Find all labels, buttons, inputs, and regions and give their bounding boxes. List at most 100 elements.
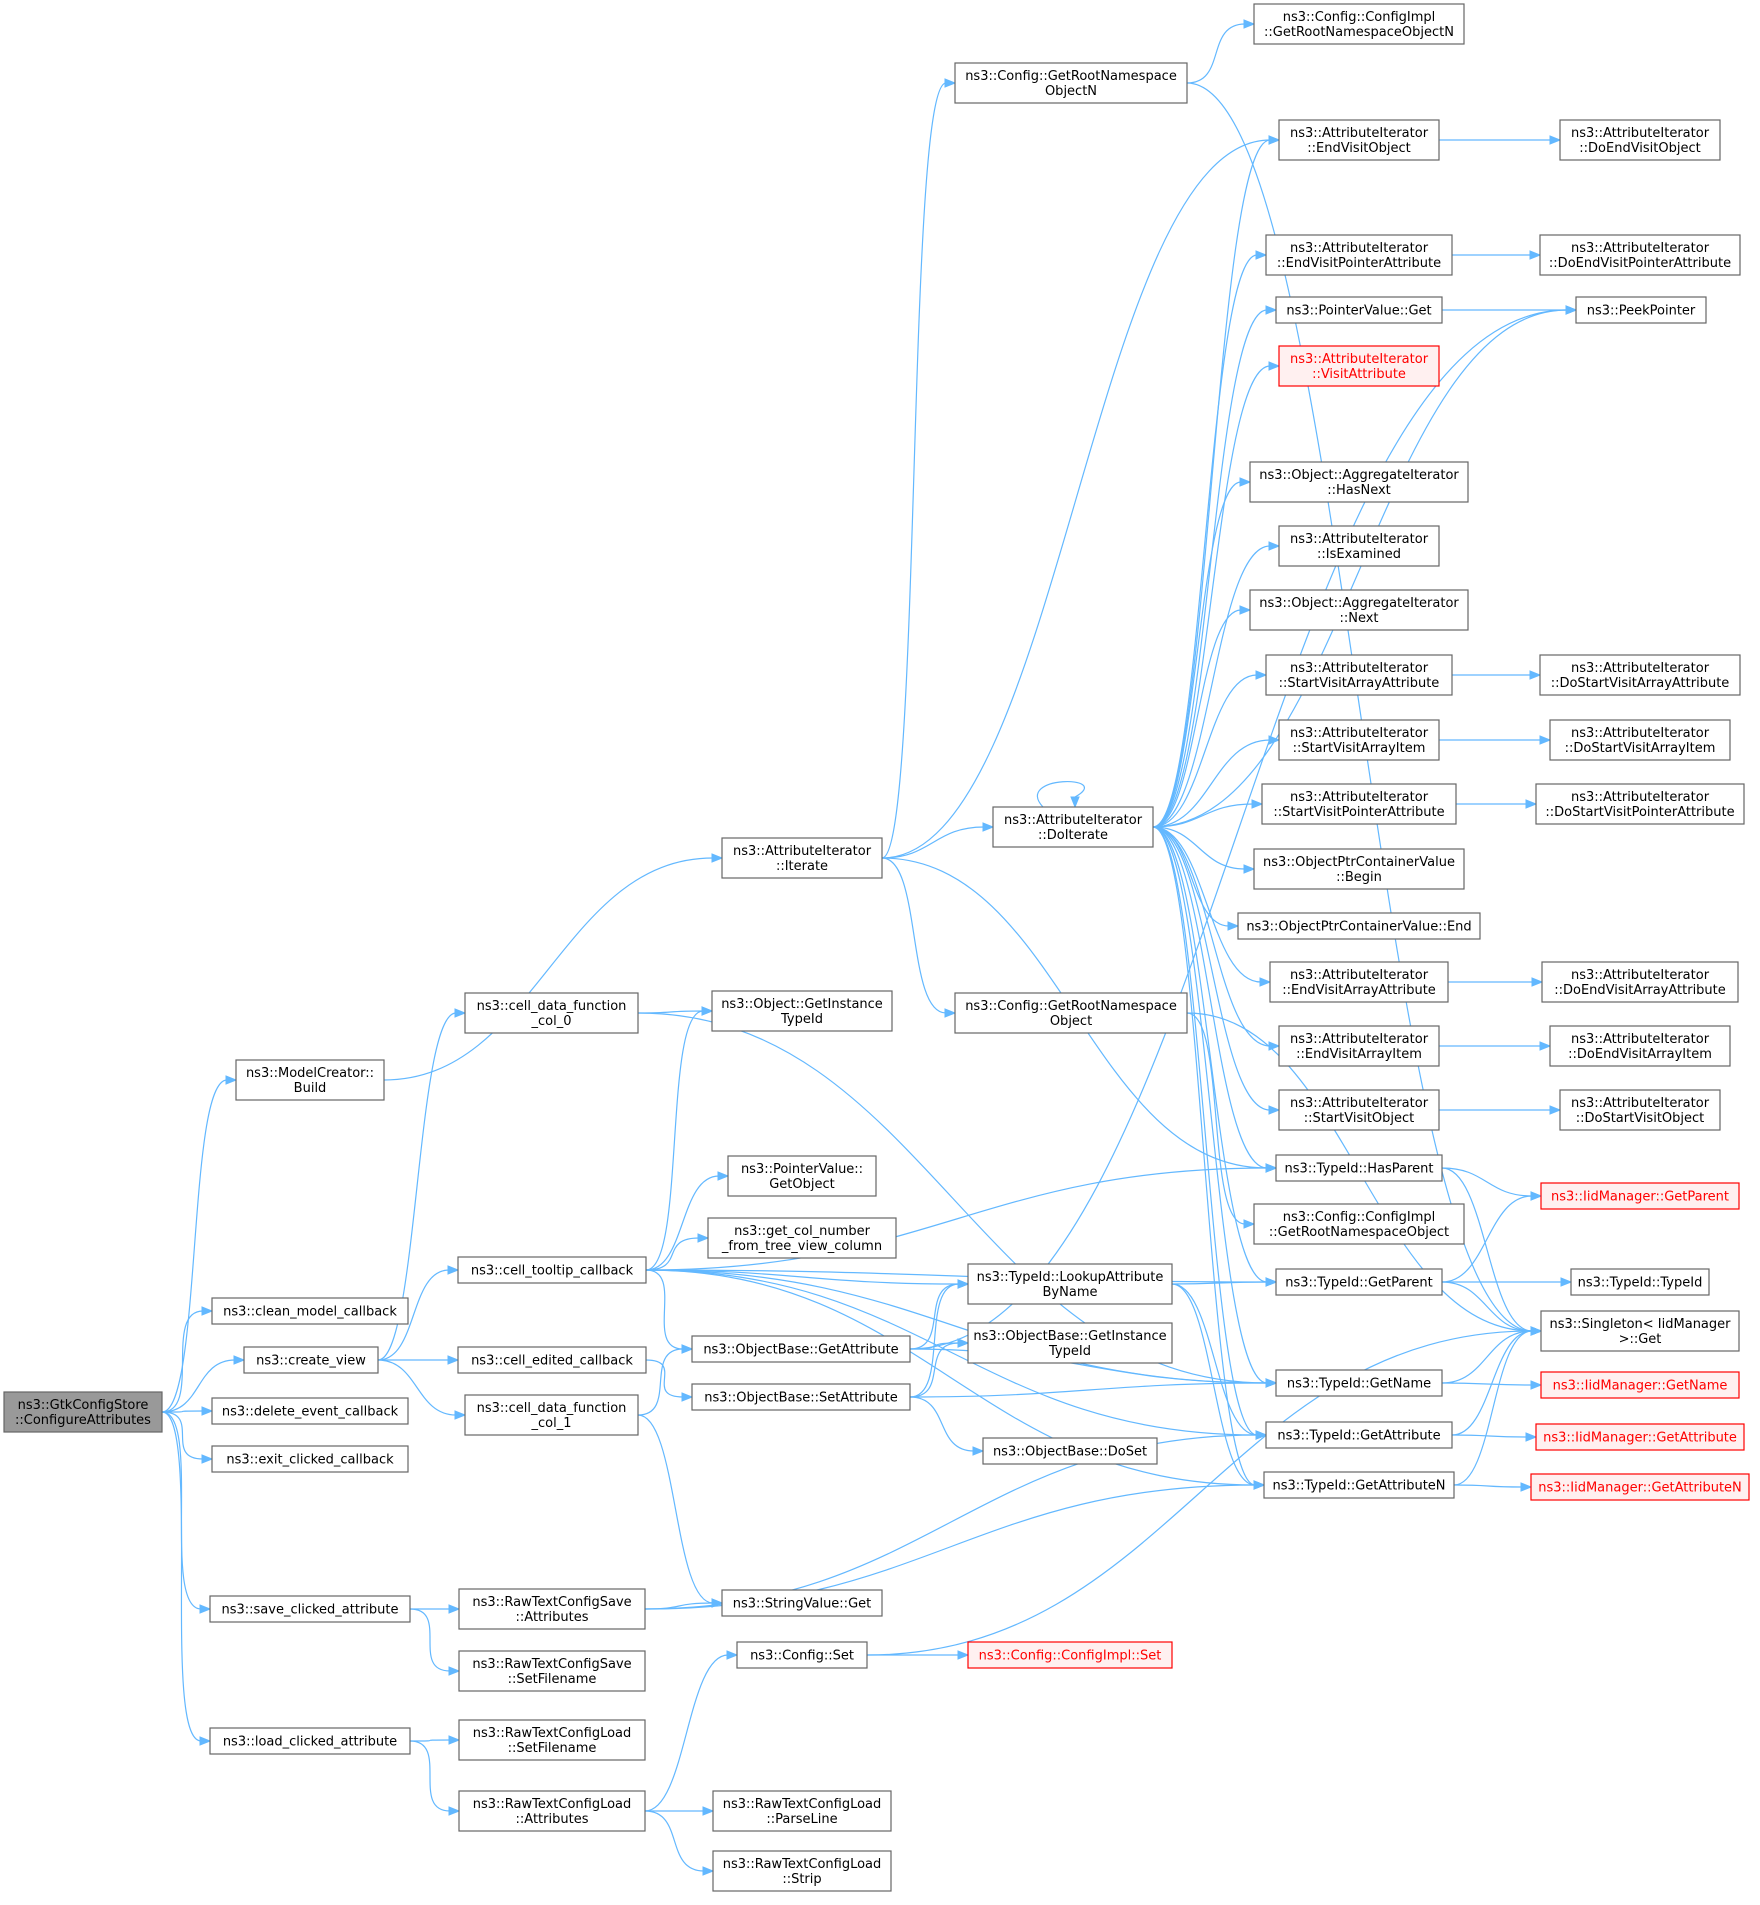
node-visitattr[interactable]: ns3::AttributeIterator::VisitAttribute <box>1278 345 1440 387</box>
node-startvisitarr[interactable]: ns3::AttributeIterator::StartVisitArrayA… <box>1265 654 1453 696</box>
node-doendvisitarritem[interactable]: ns3::AttributeIterator::DoEndVisitArrayI… <box>1549 1025 1731 1067</box>
edge-line <box>1152 365 1271 828</box>
node-root[interactable]: ns3::GtkConfigStore::ConfigureAttributes <box>3 1391 163 1433</box>
edge-line <box>1152 826 1246 870</box>
node-pv-get[interactable]: ns3::PointerValue::Get <box>1275 296 1443 324</box>
node-create-view[interactable]: ns3::create_view <box>243 1346 379 1374</box>
node-config-set[interactable]: ns3::Config::Set <box>736 1641 868 1669</box>
node-rtload-parse[interactable]: ns3::RawTextConfigLoad::ParseLine <box>712 1790 892 1832</box>
node-isexamined[interactable]: ns3::AttributeIterator::IsExamined <box>1278 525 1440 567</box>
edge-arrowhead <box>1530 1191 1543 1201</box>
node-cfgimpl-getroot[interactable]: ns3::Config::ConfigImpl::GetRootNamespac… <box>1253 1203 1465 1245</box>
edge-line <box>1152 803 1254 828</box>
node-tid-hasparent[interactable]: ns3::TypeId::HasParent <box>1275 1154 1443 1182</box>
node-box <box>1539 654 1741 696</box>
edge-line <box>1152 609 1242 828</box>
node-cfgimpl-getrootN[interactable]: ns3::Config::ConfigImpl::GetRootNamespac… <box>1253 3 1465 45</box>
edge-arrowhead <box>199 1604 212 1614</box>
node-ob-setattr[interactable]: ns3::ObjectBase::SetAttribute <box>691 1383 911 1411</box>
edge-line <box>161 1359 236 1413</box>
edge-line <box>645 1237 700 1271</box>
node-label: ns3::AttributeIterator <box>1290 661 1429 676</box>
node-endvisitobj[interactable]: ns3::AttributeIterator::EndVisitObject <box>1278 119 1440 161</box>
node-dostartvisitobj[interactable]: ns3::AttributeIterator::DoStartVisitObje… <box>1559 1089 1721 1131</box>
node-box <box>457 1256 647 1284</box>
edge-cell-col0-to-tid-getname <box>637 1012 1278 1388</box>
node-box <box>1261 783 1457 825</box>
node-startvisitarritem[interactable]: ns3::AttributeIterator::StartVisitArrayI… <box>1278 719 1440 761</box>
node-agg-next[interactable]: ns3::Object::AggregateIterator::Next <box>1249 589 1469 631</box>
node-endvisitptr[interactable]: ns3::AttributeIterator::EndVisitPointerA… <box>1265 234 1453 276</box>
node-dostartvisitptr[interactable]: ns3::AttributeIterator::DoStartVisitPoin… <box>1535 783 1745 825</box>
node-singleton-get[interactable]: ns3::Singleton< IidManager >::Get <box>1540 1310 1740 1352</box>
node-dostartvisitarr[interactable]: ns3::AttributeIterator::DoStartVisitArra… <box>1539 654 1741 696</box>
node-save-clicked[interactable]: ns3::save_clicked_attribute <box>209 1595 411 1623</box>
node-iid-getparent[interactable]: ns3::IidManager::GetParent <box>1540 1182 1740 1210</box>
node-cfgimpl-set[interactable]: ns3::Config::ConfigImpl::Set <box>967 1641 1173 1669</box>
node-clean-model[interactable]: ns3::clean_model_callback <box>211 1297 409 1325</box>
edge-arrowhead <box>1268 1105 1281 1115</box>
node-agg-hasnext[interactable]: ns3::Object::AggregateIterator::HasNext <box>1249 461 1469 503</box>
edge-arrowhead <box>454 1008 467 1018</box>
node-rtsave-attr[interactable]: ns3::RawTextConfigSave::Attributes <box>458 1588 646 1630</box>
node-pv-getobj[interactable]: ns3::PointerValue::GetObject <box>727 1155 877 1197</box>
node-tid-typeid[interactable]: ns3::TypeId::TypeId <box>1570 1268 1710 1296</box>
node-doendvisitptr[interactable]: ns3::AttributeIterator::DoEndVisitPointe… <box>1539 234 1741 276</box>
node-endvisitarritem[interactable]: ns3::AttributeIterator::EndVisitArrayIte… <box>1278 1025 1440 1067</box>
edge-arrowhead <box>1530 1380 1543 1390</box>
node-rtload-strip[interactable]: ns3::RawTextConfigLoad::Strip <box>712 1850 892 1892</box>
node-cell-col0[interactable]: ns3::cell_data_function_col_0 <box>464 992 639 1034</box>
edge-arrowhead <box>1531 977 1544 987</box>
node-label: ns3::RawTextConfigSave <box>472 1657 631 1672</box>
node-label: >::Get <box>1619 1332 1662 1347</box>
node-cell-tooltip[interactable]: ns3::cell_tooltip_callback <box>457 1256 647 1284</box>
node-iid-getattrN[interactable]: ns3::IidManager::GetAttributeN <box>1530 1473 1750 1501</box>
node-rtload-setfn[interactable]: ns3::RawTextConfigLoad::SetFilename <box>458 1719 646 1761</box>
node-ob-getattr[interactable]: ns3::ObjectBase::GetAttribute <box>691 1335 911 1363</box>
node-optr-begin[interactable]: ns3::ObjectPtrContainerValue::Begin <box>1253 848 1465 890</box>
node-box <box>458 1790 646 1832</box>
node-doendvisitobj[interactable]: ns3::AttributeIterator::DoEndVisitObject <box>1559 119 1721 161</box>
node-load-clicked[interactable]: ns3::load_clicked_attribute <box>209 1727 411 1755</box>
node-model-build[interactable]: ns3::ModelCreator::Build <box>235 1059 385 1101</box>
node-doendvisitarr[interactable]: ns3::AttributeIterator::DoEndVisitArrayA… <box>1541 961 1739 1003</box>
node-tid-getattr[interactable]: ns3::TypeId::GetAttribute <box>1265 1421 1453 1449</box>
node-tid-getname[interactable]: ns3::TypeId::GetName <box>1275 1369 1443 1397</box>
node-rtload-attr[interactable]: ns3::RawTextConfigLoad::Attributes <box>458 1790 646 1832</box>
node-iterate[interactable]: ns3::AttributeIterator::Iterate <box>721 837 883 879</box>
node-delete-event[interactable]: ns3::delete_event_callback <box>211 1397 409 1425</box>
node-iid-getname[interactable]: ns3::IidManager::GetName <box>1540 1371 1740 1399</box>
node-tid-getparent[interactable]: ns3::TypeId::GetParent <box>1275 1268 1443 1296</box>
node-endvisitarr[interactable]: ns3::AttributeIterator::EndVisitArrayAtt… <box>1269 961 1449 1003</box>
edge-arrowhead <box>702 1866 715 1876</box>
node-optr-end[interactable]: ns3::ObjectPtrContainerValue::End <box>1237 912 1481 940</box>
edge-arrowhead <box>726 1650 739 1660</box>
node-startvisitptr[interactable]: ns3::AttributeIterator::StartVisitPointe… <box>1261 783 1457 825</box>
node-label: ns3::save_clicked_attribute <box>221 1603 398 1618</box>
edge-line <box>881 857 947 1014</box>
node-iid-getattr[interactable]: ns3::IidManager::GetAttribute <box>1535 1423 1745 1451</box>
node-rtsave-setfn[interactable]: ns3::RawTextConfigSave::SetFilename <box>458 1650 646 1692</box>
node-ob-doset[interactable]: ns3::ObjectBase::DoSet <box>982 1437 1158 1465</box>
node-tid-getattrN[interactable]: ns3::TypeId::GetAttributeN <box>1263 1471 1455 1499</box>
node-label: ns3::TypeId::GetParent <box>1285 1276 1433 1291</box>
node-peekpointer[interactable]: ns3::PeekPointer <box>1575 296 1707 324</box>
node-doiterate[interactable]: ns3::AttributeIterator::DoIterate <box>992 806 1154 848</box>
node-dostartvisitarritem[interactable]: ns3::AttributeIterator::DoStartVisitArra… <box>1549 719 1731 761</box>
node-get-col[interactable]: ns3::get_col_number_from_tree_view_colum… <box>707 1217 897 1259</box>
node-cfg-getrootN[interactable]: ns3::Config::GetRootNamespaceObjectN <box>954 62 1188 104</box>
edge-cell-tooltip-to-ob-getattr <box>645 1269 694 1354</box>
node-box <box>211 1297 409 1325</box>
node-startvisitobj[interactable]: ns3::AttributeIterator::StartVisitObject <box>1278 1089 1440 1131</box>
node-label: ns3::AttributeIterator <box>1290 532 1429 547</box>
node-cfg-getroot[interactable]: ns3::Config::GetRootNamespaceObject <box>954 992 1188 1034</box>
node-exit-clicked[interactable]: ns3::exit_clicked_callback <box>211 1445 409 1473</box>
node-box <box>1559 1089 1721 1131</box>
edge-line <box>1152 826 1268 1384</box>
node-cell-edited[interactable]: ns3::cell_edited_callback <box>457 1346 647 1374</box>
node-cell-col1[interactable]: ns3::cell_data_function_col_1 <box>464 1394 639 1436</box>
node-stringval-get[interactable]: ns3::StringValue::Get <box>721 1589 883 1617</box>
